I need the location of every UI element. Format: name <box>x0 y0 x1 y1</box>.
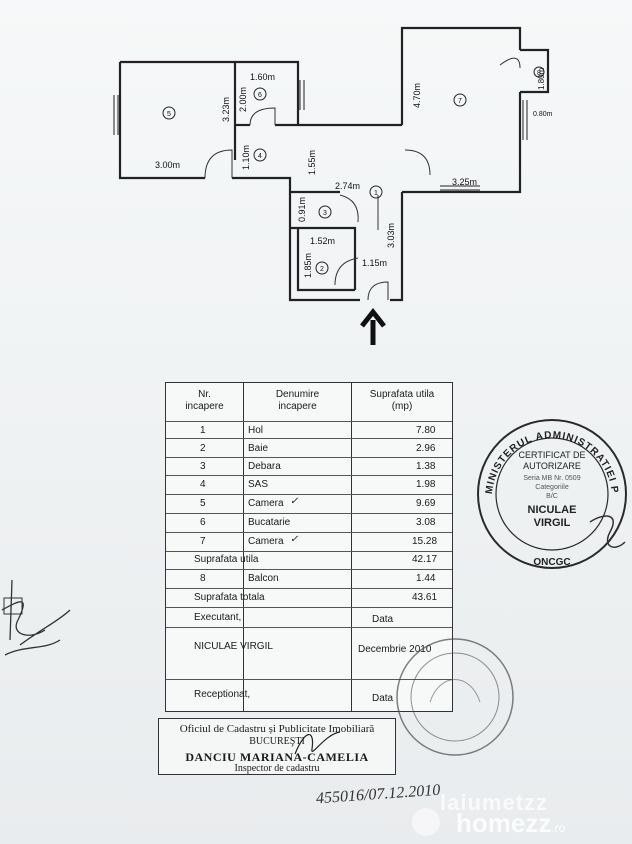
dim-hall-depth: 3.03m <box>386 223 396 248</box>
stamp-bottom: ONCGC <box>533 557 570 568</box>
dim-room6-height: 2.00m <box>238 87 248 112</box>
header-area-line2: (mp) <box>391 401 413 412</box>
row-8-name: Balcon <box>248 573 279 584</box>
room-number-1: 1 <box>374 190 378 197</box>
office-line2: BUCUREŞTI <box>249 736 305 747</box>
authorization-stamp: MINISTERUL ADMINISTRATIEI PUBLICE CERTIF… <box>470 402 627 569</box>
room-number-4: 4 <box>258 153 262 160</box>
received-label: Receptionat, <box>194 689 251 700</box>
useful-area-value: 42.17 <box>412 554 438 565</box>
check-mark-icon: ✓ <box>290 496 299 507</box>
dim-balcony-width: 0.80m <box>533 111 553 118</box>
stamp-line3: Seria MB Nr. 0509 <box>523 475 580 482</box>
stamp-line1: CERTIFICAT DE <box>518 450 585 460</box>
row-6-name: Bucatarie <box>248 517 291 528</box>
dim-hall-width: 2.74m <box>335 181 360 191</box>
room-number-3: 3 <box>323 210 327 217</box>
executant-label: Executant, <box>194 612 242 623</box>
row-5-name: Camera <box>248 498 284 509</box>
row-6-area: 3.08 <box>416 517 436 528</box>
dim-room7-height: 4.70m <box>412 83 422 108</box>
watermark-brand-secondary: homezz.ro <box>456 808 565 839</box>
row-2-nr: 2 <box>200 443 206 454</box>
stamp-line5: B/C <box>546 493 558 500</box>
dim-room4-height: 1.10m <box>241 145 251 170</box>
header-nr-line1: Nr. <box>198 389 211 400</box>
header-area: Suprafata utila (mp) <box>352 389 452 413</box>
row-7-area: 15.28 <box>412 536 438 547</box>
dim-hall-height: 1.55m <box>307 150 317 175</box>
watermark-brand-name: homezz <box>456 808 552 838</box>
row-5-nr: 5 <box>200 498 206 509</box>
cadastre-office-stamp: Oficiul de Cadastru și Publicitate Imobi… <box>158 718 396 775</box>
row-1-name: Hol <box>248 425 264 436</box>
row-4-area: 1.98 <box>416 479 436 490</box>
dim-room6-width: 1.60m <box>250 72 275 82</box>
row-1-area: 7.80 <box>416 425 436 436</box>
header-area-line1: Suprafata utila <box>369 389 435 400</box>
total-area-label: Suprafata totala <box>194 592 265 603</box>
dim-room2-height: 1.85m <box>303 253 313 278</box>
round-seal <box>396 638 514 756</box>
row-6-nr: 6 <box>200 517 206 528</box>
row-8-nr: 8 <box>200 573 206 584</box>
room-number-7: 7 <box>458 98 462 105</box>
handwritten-registration-number: 455016/07.12.2010 <box>315 781 441 808</box>
row-7-nr: 7 <box>200 536 206 547</box>
dim-room7-width: 3.25m <box>452 177 477 187</box>
entrance-arrow-icon <box>360 307 386 345</box>
office-line1: Oficiul de Cadastru și Publicitate Imobi… <box>179 723 375 735</box>
row-2-name: Baie <box>248 443 269 454</box>
watermark-suffix: .ro <box>551 821 566 835</box>
row-4-name: SAS <box>248 479 269 490</box>
stamp-name2: VIRGIL <box>534 517 571 529</box>
row-7-name: Camera <box>248 536 284 547</box>
office-line4: Inspector de cadastru <box>234 763 320 774</box>
row-1-nr: 1 <box>200 425 206 436</box>
row-3-name: Debara <box>248 461 281 472</box>
dim-room5-height: 3.23m <box>221 97 231 122</box>
dim-balcony-height: 1.80m <box>537 67 546 90</box>
stamp-name1: NICULAE <box>528 504 577 516</box>
useful-area-label: Suprafata utila <box>194 554 259 565</box>
total-area-value: 43.61 <box>412 592 438 603</box>
header-nr: Nr. incapere <box>166 389 243 413</box>
row-4-nr: 4 <box>200 479 206 490</box>
row-5-area: 9.69 <box>416 498 436 509</box>
room-number-8: 8 <box>537 70 541 77</box>
row-3-nr: 3 <box>200 461 206 472</box>
dim-room2-width: 1.52m <box>310 236 335 246</box>
header-name: Denumire incapere <box>244 389 351 413</box>
header-name-line2: incapere <box>278 401 317 412</box>
room-number-5: 5 <box>167 111 171 118</box>
inspector-signature <box>294 731 341 755</box>
row-8-area: 1.44 <box>416 573 436 584</box>
floor-plan: 5 6 7 8 4 1 3 2 3.00m 1.60m 2.74m 1.52m … <box>113 26 553 345</box>
room-number-2: 2 <box>320 266 324 273</box>
executant-date-label: Data <box>372 614 394 625</box>
room-number-6: 6 <box>258 92 262 99</box>
executant-date: Decembrie 2010 <box>358 644 432 655</box>
rooms-table: Nr. incapere Denumire incapere Suprafata… <box>165 382 453 712</box>
row-2-area: 2.96 <box>416 443 436 454</box>
header-name-line1: Denumire <box>275 389 320 400</box>
check-mark-icon: ✓ <box>290 534 299 545</box>
stamp-line4: Categoriile <box>535 484 569 491</box>
dim-room3-height: 0.91m <box>297 197 307 222</box>
dim-room5-width: 3.00m <box>155 160 180 170</box>
watermark-logo-icon <box>412 808 440 836</box>
watermark-brand-primary: laiumetzz <box>440 790 549 815</box>
received-date-label: Data <box>372 693 394 704</box>
header-nr-line2: incapere <box>185 401 224 412</box>
executant-name: NICULAE VIRGIL <box>194 641 273 652</box>
row-3-area: 1.38 <box>416 461 436 472</box>
dim-entrance-width: 1.15m <box>362 258 387 268</box>
signature-scribble <box>1 579 71 656</box>
stamp-line2: AUTORIZARE <box>523 461 581 471</box>
office-line3: DANCIU MARIANA-CAMELIA <box>185 750 369 764</box>
